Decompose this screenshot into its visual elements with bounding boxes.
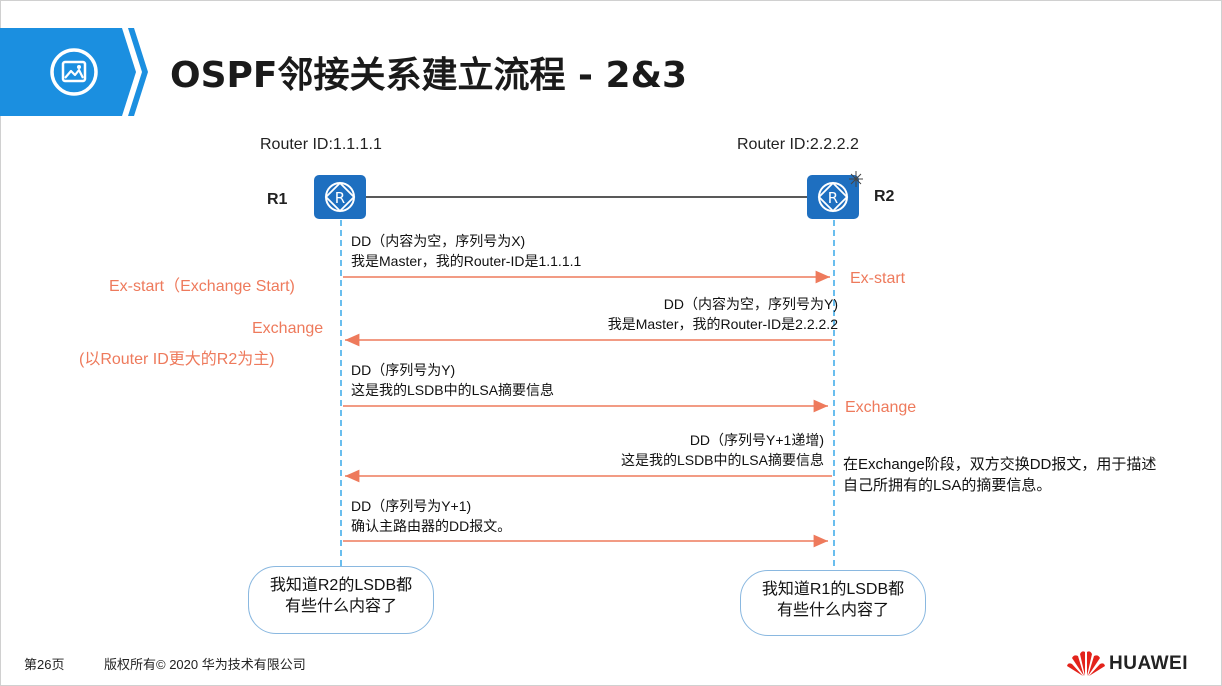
- message-3-line1: DD（序列号为Y): [351, 362, 456, 378]
- cursor-icon: [849, 171, 863, 187]
- message-2: DD（内容为空，序列号为Y) 我是Master，我的Router-ID是2.2.…: [608, 294, 838, 334]
- r2-name: R2: [874, 188, 895, 205]
- r1-name: R1: [267, 191, 288, 208]
- message-3: DD（序列号为Y) 这是我的LSDB中的LSA摘要信息: [351, 360, 554, 400]
- message-5-line1: DD（序列号为Y+1): [351, 498, 472, 514]
- r2-router-id: Router ID:2.2.2.2: [737, 136, 859, 153]
- r1-thought-bubble: 我知道R2的LSDB都 有些什么内容了: [248, 566, 434, 634]
- r1-exchange-state: Exchange: [252, 320, 324, 337]
- message-1-line2: 我是Master，我的Router-ID是1.1.1.1: [351, 253, 582, 269]
- r1-router-id: Router ID:1.1.1.1: [260, 136, 382, 153]
- message-4-line2: 这是我的LSDB中的LSA摘要信息: [620, 452, 824, 468]
- r2-bubble-line1: 我知道R1的LSDB都: [761, 581, 905, 598]
- message-2-line1: DD（内容为空，序列号为Y): [663, 296, 838, 312]
- r2-bubble-line2: 有些什么内容了: [776, 602, 889, 619]
- exchange-note: 在Exchange阶段，双方交换DD报文，用于描述自己所拥有的LSA的摘要信息。: [843, 456, 1157, 494]
- r1-exchange-note: (以Router ID更大的R2为主): [79, 351, 275, 368]
- image-icon: [50, 48, 98, 96]
- svg-text:R: R: [828, 189, 838, 207]
- message-4-line1: DD（序列号Y+1递增): [689, 432, 824, 448]
- r1-bubble-line2: 有些什么内容了: [284, 598, 397, 615]
- copyright: 版权所有© 2020 华为技术有限公司: [104, 657, 306, 672]
- message-5: DD（序列号为Y+1) 确认主路由器的DD报文。: [351, 496, 511, 536]
- message-1: DD（内容为空，序列号为X) 我是Master，我的Router-ID是1.1.…: [351, 231, 581, 271]
- message-5-line2: 确认主路由器的DD报文。: [351, 518, 512, 534]
- message-1-line1: DD（内容为空，序列号为X): [351, 233, 526, 249]
- r1-exstart-state: Ex-start（Exchange Start): [109, 278, 295, 295]
- huawei-brand: HUAWEI: [1109, 653, 1188, 674]
- r2-exchange-state: Exchange: [845, 399, 917, 416]
- message-4: DD（序列号Y+1递增) 这是我的LSDB中的LSA摘要信息: [621, 430, 824, 470]
- r2-thought-bubble: 我知道R1的LSDB都 有些什么内容了: [740, 570, 926, 636]
- router-r1-icon: R: [314, 175, 366, 219]
- page-title: OSPF邻接关系建立流程 - 2&3: [170, 55, 688, 96]
- message-2-line2: 我是Master，我的Router-ID是2.2.2.2: [607, 316, 838, 332]
- r2-exstart-state: Ex-start: [850, 270, 906, 287]
- title-banner: [0, 28, 148, 116]
- huawei-logo-icon: [1067, 651, 1105, 676]
- router-r2-icon: R: [807, 175, 859, 219]
- svg-text:R: R: [335, 189, 345, 207]
- r1-bubble-line1: 我知道R2的LSDB都: [269, 577, 413, 594]
- page-number: 第26页: [24, 657, 65, 672]
- message-3-line2: 这是我的LSDB中的LSA摘要信息: [351, 382, 555, 398]
